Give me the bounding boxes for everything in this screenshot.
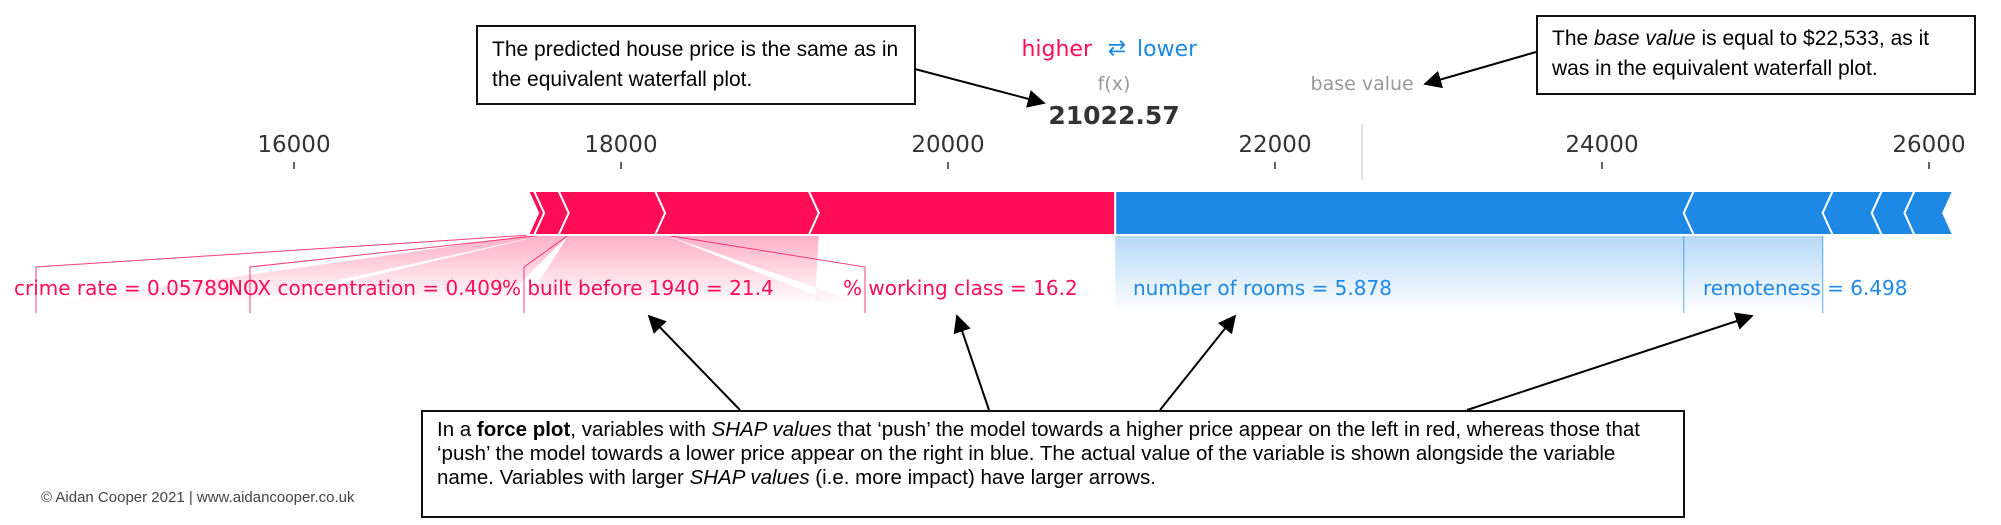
explain-text-5: that ‘push’ the model towards a higher p… [437, 418, 1640, 489]
base-callout-emphasis: base value [1594, 27, 1696, 50]
x-tick-label-4: 24000 [1565, 132, 1638, 158]
explain-italic-shap-1: SHAP values [711, 418, 832, 441]
explain-bold-force-plot: force plot [476, 418, 571, 441]
positive-shade-3 [665, 235, 865, 305]
output-callout-text: The predicted house price is the same as… [492, 38, 899, 91]
negative-shade-0 [1115, 235, 1684, 313]
negative-force-bar-0 [1114, 190, 1696, 236]
output-callout-arrow [910, 67, 1046, 108]
higher-label: higher [1021, 37, 1092, 62]
force-bars [526, 190, 1955, 236]
explain-text-7: (i.e. more impact) have larger arrows. [809, 466, 1156, 489]
positive-feature-label-3: % working class = 16.2 [843, 276, 1078, 300]
explain-arrow-2 [953, 314, 990, 411]
x-tick-label-0: 16000 [257, 132, 330, 158]
positive-shade-0 [36, 235, 545, 305]
x-tick-label-3: 22000 [1238, 132, 1311, 158]
positive-force-bar-4 [807, 190, 1117, 236]
explain-text-3: , variables with [570, 418, 712, 441]
force-plot-explanation: In a force plot, variables with SHAP val… [421, 410, 1685, 518]
explain-italic-shap-2: SHAP values [689, 466, 810, 489]
explain-arrow-4 [1466, 312, 1754, 411]
output-value-label: 21022.57 [1048, 101, 1179, 130]
negative-shade-1 [1683, 235, 1823, 313]
lower-label: lower [1137, 37, 1198, 62]
explain-arrow-3 [1159, 314, 1237, 411]
copyright-footer: © Aidan Cooper 2021 | www.aidancooper.co… [41, 489, 355, 506]
positive-shade-1 [250, 235, 569, 305]
output-value-callout: The predicted house price is the same as… [476, 25, 916, 105]
base-value-callout: The base value is equal to $22,533, as i… [1536, 15, 1976, 95]
x-axis: 16000 18000 20000 22000 24000 26000 [257, 124, 1966, 180]
x-tick-label-1: 18000 [584, 132, 657, 158]
negative-force-bar-4 [1903, 190, 1955, 236]
base-callout-text-end: is equal to $22,533, as it was in the eq… [1552, 27, 1930, 80]
base-value-label: base value [1311, 73, 1414, 95]
higher-lower-arrow-icon: ⇄ [1108, 36, 1126, 61]
x-tick-label-5: 26000 [1892, 132, 1965, 158]
explain-arrow-1 [647, 314, 741, 411]
x-tick-label-2: 20000 [911, 132, 984, 158]
positive-force-bar-3 [653, 190, 820, 236]
output-name-label: f(x) [1098, 73, 1131, 95]
explain-text-1: In a [437, 418, 477, 441]
negative-force-bar-1 [1682, 190, 1835, 236]
positive-shade-2 [524, 235, 839, 305]
positive-connector-0 [35, 234, 532, 313]
base-callout-arrow [1423, 51, 1537, 89]
base-callout-text-start: The [1552, 27, 1595, 50]
positive-force-bar-2 [557, 190, 667, 236]
